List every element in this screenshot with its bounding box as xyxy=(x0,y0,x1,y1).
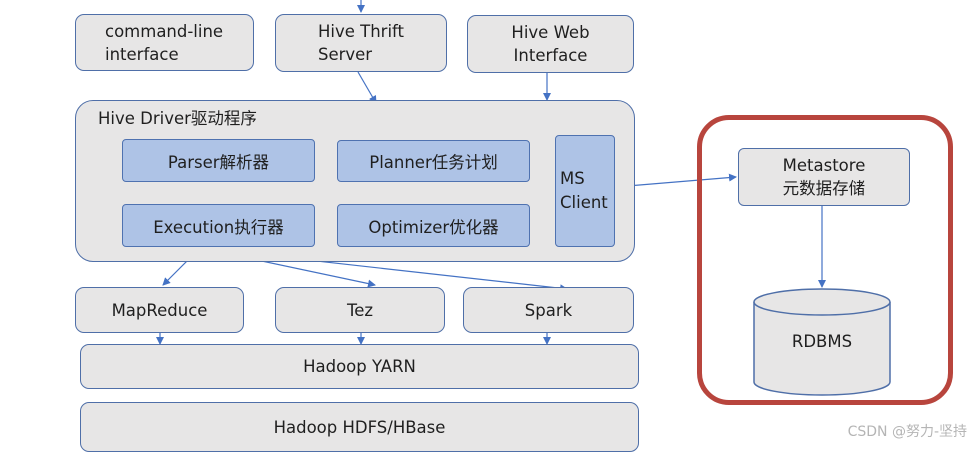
ms-client-box: MS Client xyxy=(555,135,615,247)
cli-label-line1: command-line xyxy=(105,22,224,41)
spark-box: Spark xyxy=(463,287,634,333)
thrift-label-line1: Hive Thrift xyxy=(317,22,405,41)
mapreduce-box: MapReduce xyxy=(75,287,244,333)
optimizer-box: Optimizer优化器 xyxy=(337,204,530,247)
watermark: CSDN @努力-坚持 xyxy=(847,424,967,440)
cli-label-line2: interface xyxy=(105,45,179,64)
rdbms-label: RDBMS xyxy=(791,332,853,351)
hadoop-yarn-box: Hadoop YARN xyxy=(80,344,639,389)
cli-box: command-line interface xyxy=(75,14,254,71)
hadoop-hdfs-box: Hadoop HDFS/HBase xyxy=(80,402,639,452)
rdbms-cylinder xyxy=(753,288,891,396)
web-label-line2: Interface xyxy=(513,46,588,65)
metastore-line2: 元数据存储 xyxy=(782,179,866,198)
metastore-line1: Metastore xyxy=(782,156,866,175)
ms-client-line1: MS xyxy=(560,169,585,188)
execution-box: Execution执行器 xyxy=(122,204,315,247)
hive-driver-title: Hive Driver驱动程序 xyxy=(98,109,257,128)
planner-box: Planner任务计划 xyxy=(337,140,530,182)
web-label-line1: Hive Web xyxy=(511,23,590,42)
arrow-thrift-to-driver xyxy=(357,71,377,104)
arrow-msclient-to-metastore xyxy=(614,173,737,188)
thrift-server-box: Hive Thrift Server xyxy=(275,14,447,72)
metastore-highlight-frame xyxy=(697,115,953,405)
web-interface-box: Hive Web Interface xyxy=(467,15,634,73)
thrift-label-line2: Server xyxy=(317,45,373,64)
metastore-box: Metastore 元数据存储 xyxy=(738,148,910,206)
parser-box: Parser解析器 xyxy=(122,139,315,182)
tez-box: Tez xyxy=(275,287,445,333)
ms-client-line2: Client xyxy=(560,193,608,212)
